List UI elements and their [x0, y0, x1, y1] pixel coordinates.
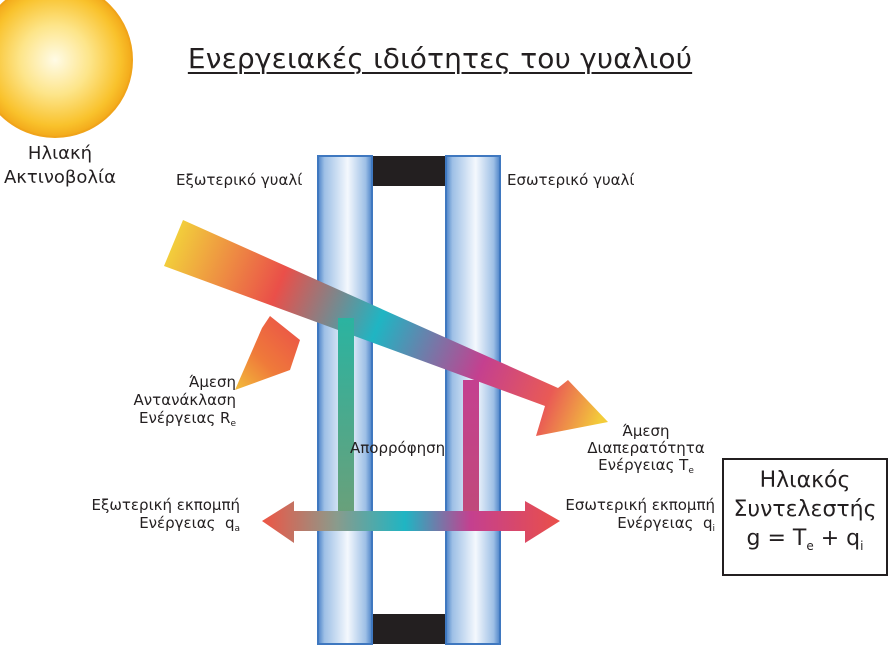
emission-double-arrow	[262, 501, 560, 543]
top-spacer	[372, 156, 446, 186]
reflection-line3: Ενέργειας Re	[139, 409, 236, 429]
page-title: Ενεργειακές ιδιότητες του γυαλιού	[187, 42, 693, 75]
reflection-arrow	[235, 316, 300, 390]
solar-label-line2: Ακτινοβολία	[3, 167, 117, 188]
external-emission-line1: Εξωτερική εκπομπή	[91, 496, 241, 514]
solar-factor-line1: Ηλιακός	[759, 468, 851, 493]
reflection-label: Άμεση Αντανάκλαση Ενέργειας Re	[86, 373, 236, 433]
bottom-spacer	[372, 614, 446, 644]
inner-glass-label: Εσωτερικό γυαλί	[507, 171, 635, 189]
external-emission-label: Εξωτερική εκπομπή Ενέργειας qa	[90, 496, 241, 538]
solar-radiation-label: Ηλιακή Ακτινοβολία	[0, 142, 120, 190]
solar-label-line1: Ηλιακή	[27, 143, 93, 164]
internal-emission-line2: Ενέργειας qi	[617, 514, 715, 534]
transmission-label: Άμεση Διαπερατότητα Ενέργειας Te	[576, 423, 716, 480]
absorption-label: Απορρόφηση	[350, 439, 446, 457]
solar-factor-box: Ηλιακός Συντελεστής g = Te + qi	[722, 458, 888, 576]
inner-glass-pane	[445, 155, 501, 645]
absorption-leg-outer	[338, 318, 354, 516]
transmission-line2: Διαπερατότητα	[587, 439, 705, 457]
transmission-line1: Άμεση	[622, 422, 670, 440]
solar-factor-line2: Συντελεστής	[733, 497, 877, 522]
transmission-line3: Ενέργειας Te	[598, 456, 694, 477]
sun-icon	[0, 0, 133, 138]
internal-emission-label: Εσωτερική εκπομπή Ενέργειας qi	[545, 496, 715, 538]
absorption-leg-inner	[463, 380, 479, 516]
reflection-line2: Αντανάκλαση	[133, 391, 236, 409]
reflection-line1: Άμεση	[188, 373, 236, 391]
external-emission-line2: Ενέργειας qa	[139, 514, 240, 534]
outer-glass-label: Εξωτερικό γυαλί	[176, 171, 303, 189]
solar-factor-formula: g = Te + qi	[746, 526, 864, 553]
internal-emission-line1: Εσωτερική εκπομπή	[565, 496, 715, 514]
solar-transmission-arrow	[164, 220, 608, 436]
